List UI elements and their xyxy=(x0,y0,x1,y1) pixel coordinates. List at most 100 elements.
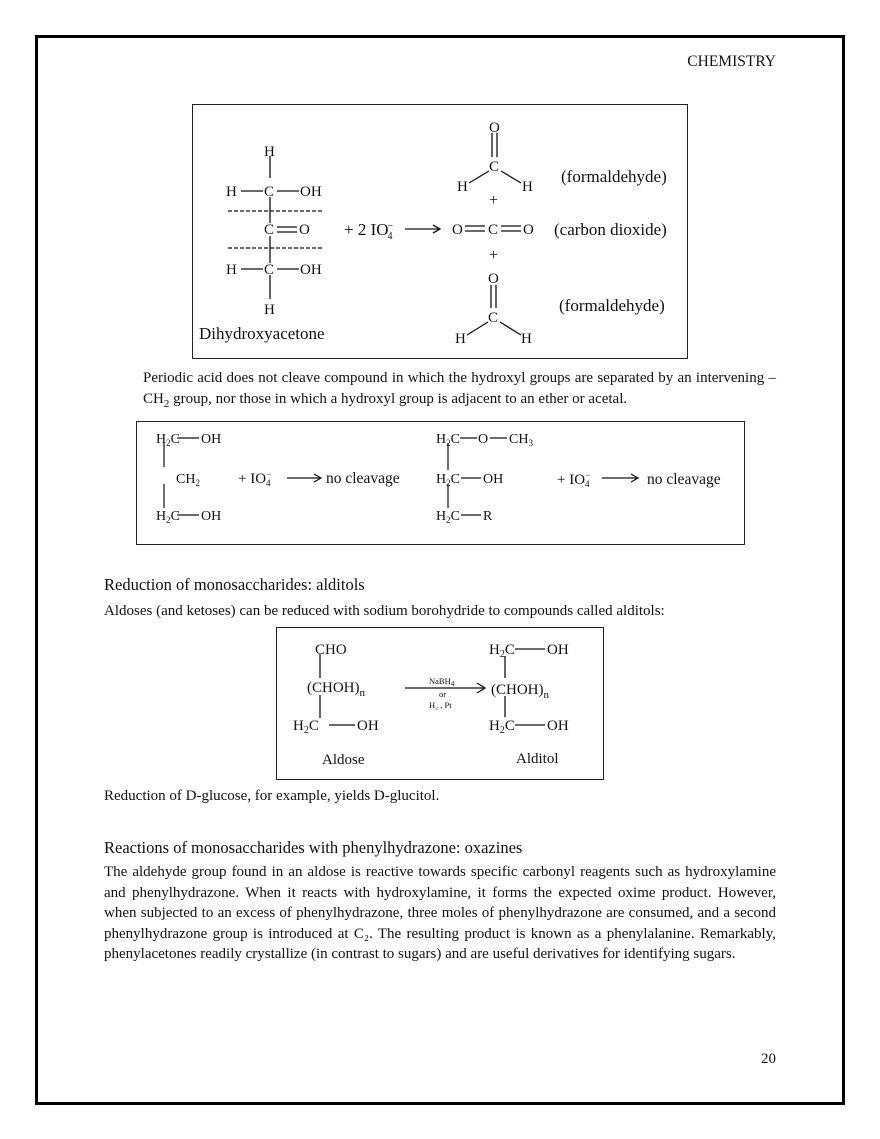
svg-text:+ 2 IO4−: + 2 IO4− xyxy=(344,220,394,242)
subscript: 2 xyxy=(446,438,451,448)
atom-label: H xyxy=(455,331,466,347)
superscript: − xyxy=(267,469,272,479)
reagent-alt: H₂ , Pt xyxy=(429,700,452,710)
svg-text:+ IO4−: + IO4− xyxy=(557,470,591,489)
text: Periodic acid does not cleave compound i… xyxy=(143,370,776,407)
atom-label: C xyxy=(488,222,498,238)
reagent: + 2 IO xyxy=(344,220,389,239)
plus-sign: + xyxy=(489,192,498,209)
atom-label: H xyxy=(436,509,446,524)
subscript: 2 xyxy=(195,478,200,488)
svg-text:H2C: H2C xyxy=(436,509,460,525)
atom-label: H xyxy=(264,302,275,318)
atom-label: C xyxy=(171,509,180,524)
atom-label: CH xyxy=(509,432,528,447)
svg-text:CH2: CH2 xyxy=(176,472,200,488)
atom-label: O xyxy=(299,222,310,238)
atom-label: O xyxy=(478,432,488,447)
figure-dihydroxyacetone-cleavage: H H C OH C O H C OH H Dihydroxyacetone +… xyxy=(192,104,688,359)
subscript: 3 xyxy=(528,438,533,448)
atom-label: OH xyxy=(547,642,569,658)
subscript: 2 xyxy=(166,515,171,525)
page-number: 20 xyxy=(761,1051,776,1067)
atom-label: OH xyxy=(201,509,221,524)
paragraph-glucitol: Reduction of D-glucose, for example, yie… xyxy=(104,788,440,804)
subscript: 4 xyxy=(451,680,455,688)
svg-text:H2C: H2C xyxy=(156,432,180,448)
atom-label: O xyxy=(523,222,534,238)
superscript: − xyxy=(388,221,394,232)
reaction-diagram: H2C OH CH2 H2C OH + IO4− no cleavage H2C… xyxy=(156,432,721,525)
atom-label: CH xyxy=(176,472,195,487)
svg-text:(CHOH)n: (CHOH)n xyxy=(491,682,550,701)
svg-text:NaBH4: NaBH4 xyxy=(429,676,455,688)
svg-text:H2C: H2C xyxy=(436,472,460,488)
atom-label: C xyxy=(171,432,180,447)
atom-label: H xyxy=(264,144,275,160)
svg-text:H2C: H2C xyxy=(293,718,319,736)
atom-label: OH xyxy=(547,718,569,734)
atom-label: (CHOH) xyxy=(491,682,544,698)
atom-label: C xyxy=(264,222,274,238)
atom-label: C xyxy=(264,262,274,278)
plus-sign: + xyxy=(489,247,498,264)
atom-label: CHO xyxy=(315,642,347,658)
subscript: 4 xyxy=(388,231,393,242)
reagent: + IO xyxy=(557,472,585,488)
page-header: CHEMISTRY xyxy=(687,53,776,70)
atom-label: C xyxy=(451,432,460,447)
subscript: 2 xyxy=(163,398,170,410)
atom-label: C xyxy=(488,310,498,326)
atom-label: O xyxy=(488,271,499,287)
atom-label: OH xyxy=(201,432,221,447)
atom-label: C xyxy=(505,718,515,734)
figure-no-cleavage: H2C OH CH2 H2C OH + IO4− no cleavage H2C… xyxy=(136,421,745,545)
figure-aldose-reduction: CHO (CHOH)n H2C OH Aldose NaBH4 or H₂ , … xyxy=(276,627,604,780)
svg-text:H2C: H2C xyxy=(156,509,180,525)
superscript: − xyxy=(586,470,591,480)
atom-label: C xyxy=(505,642,515,658)
subscript: 4 xyxy=(585,479,590,489)
section-heading-alditols: Reduction of monosaccharides: alditols xyxy=(104,575,365,594)
atom-label: OH xyxy=(483,472,503,487)
result-label: no cleavage xyxy=(647,471,721,488)
atom-label: R xyxy=(483,509,493,524)
atom-label: H xyxy=(522,179,533,195)
atom-label: C xyxy=(309,718,319,734)
svg-text:CH3: CH3 xyxy=(509,432,533,448)
result-label: no cleavage xyxy=(326,470,400,487)
paragraph-oxazines: The aldehyde group found in an aldose is… xyxy=(104,864,776,962)
compound-name: Alditol xyxy=(516,751,559,767)
atom-label: H xyxy=(489,642,500,658)
reagent-or: or xyxy=(439,689,446,699)
atom-label: C xyxy=(451,472,460,487)
svg-text:(CHOH)n: (CHOH)n xyxy=(307,680,366,699)
subscript: n xyxy=(360,687,366,699)
atom-label: H xyxy=(293,718,304,734)
subscript: 2 xyxy=(446,478,451,488)
subscript: 2 xyxy=(166,438,171,448)
atom-label: OH xyxy=(300,184,322,200)
atom-label: H xyxy=(156,432,166,447)
reagent: NaBH xyxy=(429,676,451,686)
atom-label: C xyxy=(451,509,460,524)
reaction-diagram: CHO (CHOH)n H2C OH Aldose NaBH4 or H₂ , … xyxy=(293,642,569,768)
atom-label: H xyxy=(457,179,468,195)
paragraph-periodic-acid: Periodic acid does not cleave compound i… xyxy=(143,368,776,415)
section-heading-oxazines: Reactions of monosaccharides with phenyl… xyxy=(104,838,523,857)
atom-label: (CHOH) xyxy=(307,680,360,696)
atom-label: OH xyxy=(300,262,322,278)
atom-label: H xyxy=(156,509,166,524)
subscript: 2 xyxy=(500,649,505,660)
reagent: + IO xyxy=(238,471,266,487)
paragraph-alditols: Aldoses (and ketoses) can be reduced wit… xyxy=(104,603,665,619)
text: group, nor those in which a hydroxyl gro… xyxy=(169,391,628,407)
product-label: (carbon dioxide) xyxy=(554,220,667,239)
svg-text:+ IO4−: + IO4− xyxy=(238,469,272,488)
reaction-diagram: H H C OH C O H C OH H Dihydroxyacetone +… xyxy=(199,120,667,347)
subscript: n xyxy=(544,689,550,701)
product-label: (formaldehyde) xyxy=(561,167,667,186)
atom-label: H xyxy=(521,331,532,347)
compound-name: Dihydroxyacetone xyxy=(199,324,325,343)
subscript: 2 xyxy=(446,515,451,525)
